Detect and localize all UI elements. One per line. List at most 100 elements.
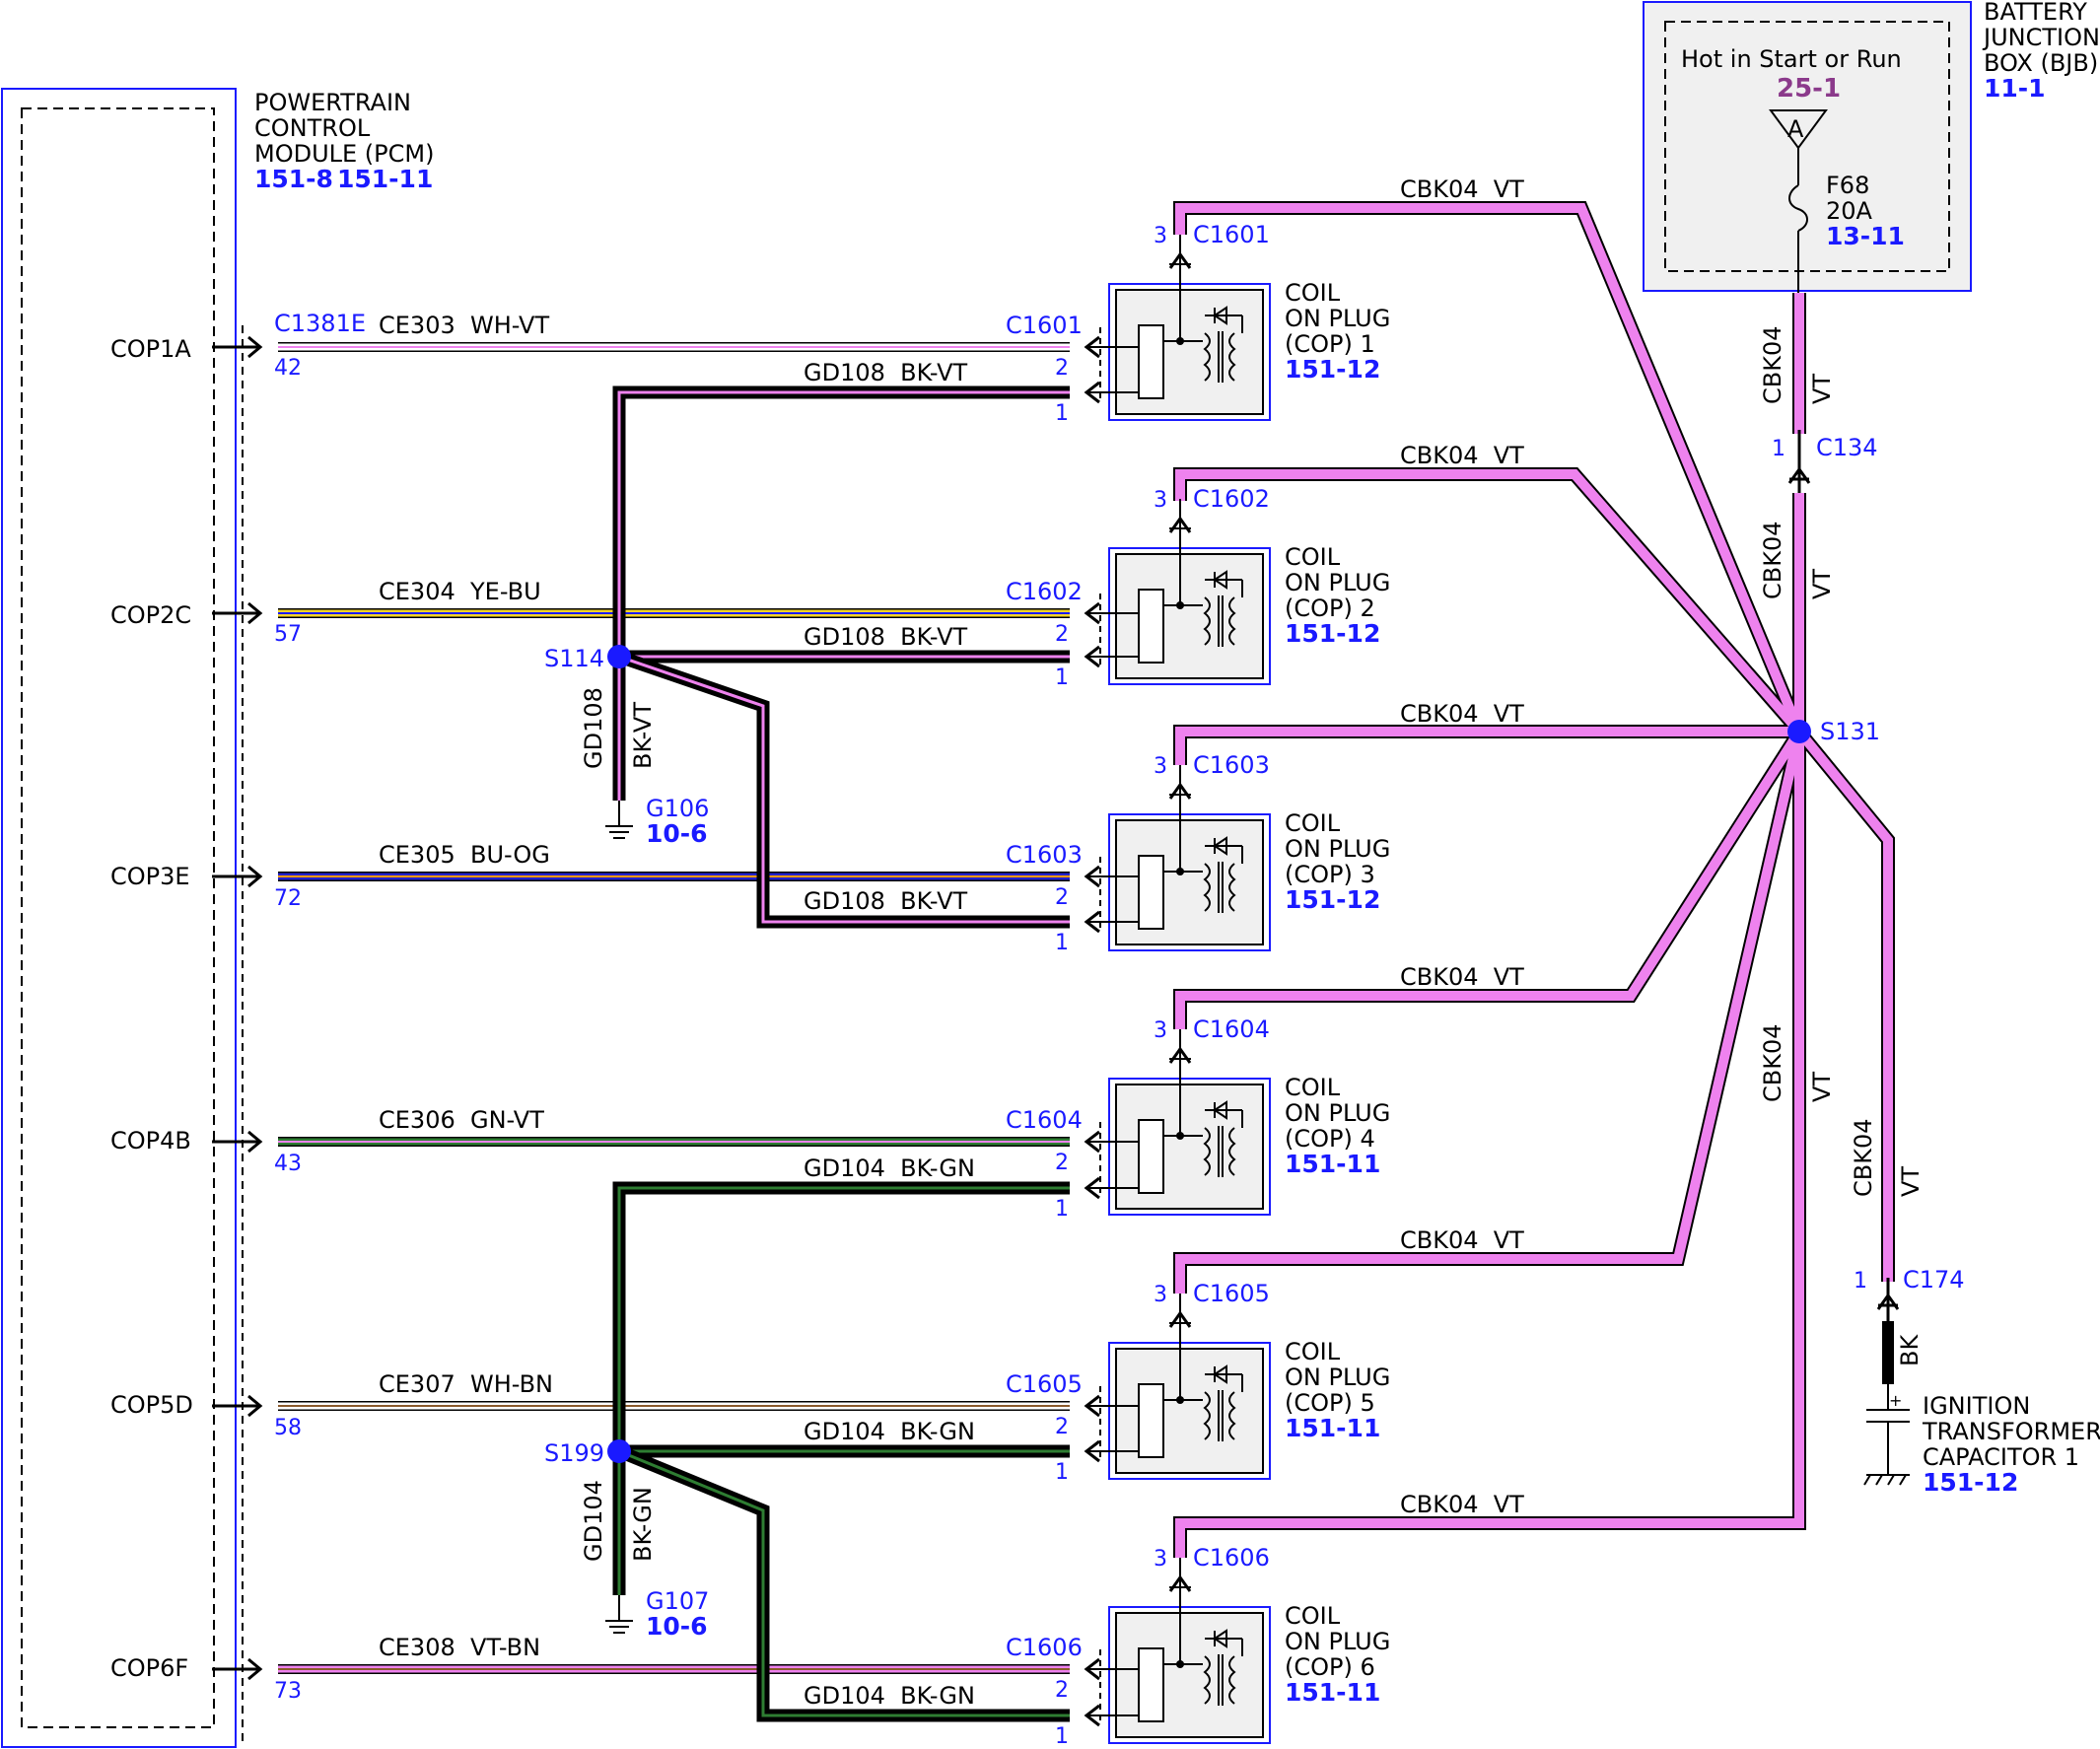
ground-g107-ref: 10-6 <box>646 1612 708 1641</box>
coil-5-power-pin: 3 <box>1154 1283 1167 1307</box>
coil-1-signal-connector: C1601 <box>1006 312 1083 339</box>
bjb-title-line-3: BOX (BJB) <box>1984 49 2098 77</box>
pcm-title-line-3: MODULE (PCM) <box>254 140 434 168</box>
pcm-pin-number-4: 43 <box>274 1152 302 1176</box>
pcm-pin-number-5: 58 <box>274 1416 302 1440</box>
c134-connector <box>1787 430 1811 493</box>
coil-6-signal-pin: 2 <box>1055 1678 1069 1703</box>
coil-1-title-line-2: ON PLUG <box>1285 305 1390 332</box>
coil-3-power-pin: 3 <box>1154 754 1167 779</box>
ground-g106-ref: 10-6 <box>646 819 708 848</box>
vwire-circuit-1: CBK04 <box>1759 326 1786 405</box>
coil-5-title-line-1: COIL <box>1285 1338 1341 1365</box>
ground-wire-label-4: GD104 BK-GN <box>804 1154 975 1182</box>
coil-3-title-line-3: (COP) 3 <box>1285 861 1375 888</box>
ground-g106-label: G106 <box>646 795 709 822</box>
coil-3-signal-connector: C1603 <box>1006 841 1083 869</box>
coil-4-ref: 151-11 <box>1285 1150 1380 1178</box>
coil-6-power-connector: C1606 <box>1193 1544 1270 1572</box>
capacitor-polarity: + <box>1889 1391 1902 1410</box>
coil-1-power-connector: C1601 <box>1193 221 1270 248</box>
coil-4-signal-pin: 2 <box>1055 1151 1069 1175</box>
coil-5-power-connector: C1605 <box>1193 1280 1270 1307</box>
power-wire-label-5: CBK04 VT <box>1400 1226 1524 1254</box>
splice-s114 <box>607 645 631 668</box>
ground-wire-label-6: GD104 BK-GN <box>804 1682 975 1710</box>
coil-2-ref: 151-12 <box>1285 619 1380 648</box>
fuse-name: F68 <box>1826 172 1869 199</box>
bjb-hot-ref: 25-1 <box>1777 74 1841 104</box>
coil-3-title-line-2: ON PLUG <box>1285 835 1390 863</box>
coil-2-power-pin: 3 <box>1154 488 1167 513</box>
coil-2-title-line-1: COIL <box>1285 543 1341 571</box>
coil-5-signal-pin: 2 <box>1055 1415 1069 1439</box>
c174-connector <box>1876 1278 1900 1321</box>
capacitor-label-line-1: IGNITION <box>1923 1392 2030 1420</box>
c174-name: C174 <box>1903 1266 1965 1294</box>
pcm-pin-number-3: 72 <box>274 886 302 911</box>
signal-wire-label-2: CE304 YE-BU <box>379 578 541 605</box>
splice-s131 <box>1787 720 1811 743</box>
bjb-bus-letter: A <box>1787 115 1804 143</box>
s199-wire-circuit: GD104 <box>580 1480 607 1562</box>
ground-symbol-g107 <box>605 1595 633 1634</box>
coil-2-ground-pin: 1 <box>1055 665 1069 690</box>
s199-wire-color: BK-GN <box>629 1487 657 1562</box>
c174-pin: 1 <box>1854 1269 1867 1294</box>
pcm-pin-2: COP2C <box>110 601 191 629</box>
power-wire-label-3: CBK04 VT <box>1400 700 1524 728</box>
ground-wire-label-2: GD108 BK-VT <box>804 623 968 651</box>
coil-1-signal-pin: 2 <box>1055 356 1069 381</box>
signal-wire-label-6: CE308 VT-BN <box>379 1634 540 1661</box>
vwire-color-3: VT <box>1808 1072 1836 1102</box>
pcm-connector-name: C1381E <box>274 310 366 337</box>
bjb-module <box>1643 1 1972 293</box>
power-wire-label-6: CBK04 VT <box>1400 1491 1524 1518</box>
splice-s199-label: S199 <box>544 1439 604 1467</box>
coil-3-power-connector: C1603 <box>1193 751 1270 779</box>
s114-wire-circuit: GD108 <box>580 687 607 769</box>
capacitor-wire-color: BK <box>1896 1334 1924 1366</box>
c134-pin: 1 <box>1772 437 1785 461</box>
capacitor-label-line-2: TRANSFORMER <box>1922 1418 2100 1445</box>
bjb-title-line-1: BATTERY <box>1984 0 2087 26</box>
coil-6-title-line-1: COIL <box>1285 1602 1341 1630</box>
ground-g107-label: G107 <box>646 1587 709 1615</box>
coil-1-ref: 151-12 <box>1285 355 1380 384</box>
pcm-pin-1: COP1A <box>110 335 191 363</box>
coil-6-signal-connector: C1606 <box>1006 1634 1083 1661</box>
power-wire-label-4: CBK04 VT <box>1400 963 1524 991</box>
splice-s114-label: S114 <box>544 645 604 672</box>
bjb-hot-label: Hot in Start or Run <box>1681 45 1902 73</box>
coil-3-title-line-1: COIL <box>1285 809 1341 837</box>
power-wire-network <box>1173 201 1895 1558</box>
coil-2-power-connector: C1602 <box>1193 485 1270 513</box>
signal-wire-label-3: CE305 BU-OG <box>379 841 550 869</box>
coil-4-ground-pin: 1 <box>1055 1197 1069 1222</box>
capacitor-label-line-3: CAPACITOR 1 <box>1923 1443 2079 1471</box>
coil-4-power-connector: C1604 <box>1193 1015 1270 1043</box>
coil-4-title-line-1: COIL <box>1285 1074 1341 1101</box>
coil-5-title-line-2: ON PLUG <box>1285 1364 1390 1391</box>
pcm-pin-3: COP3E <box>110 863 190 890</box>
c134-name: C134 <box>1816 434 1878 461</box>
ground-wire-label-3: GD108 BK-VT <box>804 887 968 915</box>
splice-s131-label: S131 <box>1820 718 1880 745</box>
ground-wire-label-5: GD104 BK-GN <box>804 1418 975 1445</box>
pcm-module: POWERTRAIN CONTROL MODULE (PCM) 151-8 15… <box>1 88 434 1748</box>
coil-6-power-pin: 3 <box>1154 1547 1167 1572</box>
power-wire-label-1: CBK04 VT <box>1400 175 1524 203</box>
coil-1-ground-pin: 1 <box>1055 401 1069 426</box>
pcm-pin-5: COP5D <box>110 1391 193 1419</box>
bjb-title-line-2: JUNCTION <box>1982 24 2100 51</box>
vwire-circuit-4: CBK04 <box>1850 1119 1877 1198</box>
signal-wire-label-5: CE307 WH-BN <box>379 1370 553 1398</box>
coil-2-title-line-3: (COP) 2 <box>1285 595 1375 622</box>
